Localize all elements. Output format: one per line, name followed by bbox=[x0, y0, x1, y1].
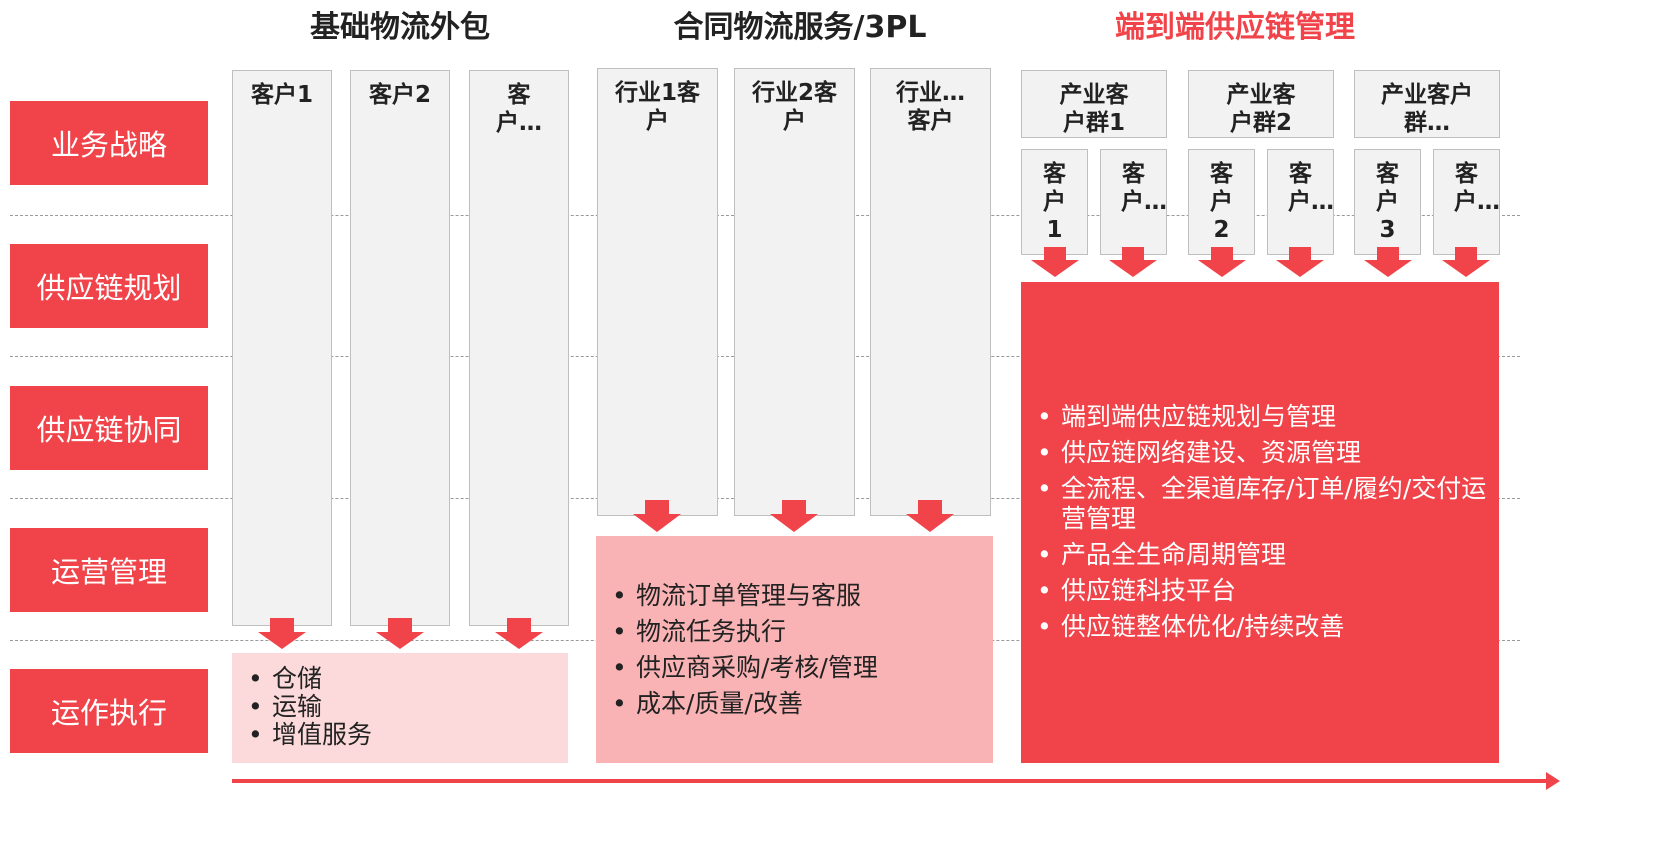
service-item: 成本/质量/改善 bbox=[606, 686, 993, 722]
basic-customer-column: 客户2 bbox=[350, 70, 450, 626]
down-arrow-icon bbox=[1198, 247, 1246, 277]
header-contract-logistics: 合同物流服务/3PL bbox=[673, 10, 927, 45]
down-arrow-icon bbox=[1031, 247, 1079, 277]
row-label-operational-execution: 运作执行 bbox=[10, 669, 208, 753]
contract-customer-column: 行业1客户 bbox=[597, 68, 718, 516]
service-item: 增值服务 bbox=[242, 721, 568, 750]
e2e-customer-group: 产业客户群2 bbox=[1188, 70, 1334, 138]
contract-customer-column: 行业…客户 bbox=[870, 68, 991, 516]
e2e-customer-card: 客户… bbox=[1433, 149, 1500, 255]
service-item: 全流程、全渠道库存/订单/履约/交付运营管理 bbox=[1031, 474, 1489, 534]
header-e2e-supply-chain: 端到端供应链管理 bbox=[1115, 10, 1355, 45]
basic-customer-column: 客户… bbox=[469, 70, 569, 626]
service-item: 端到端供应链规划与管理 bbox=[1031, 402, 1489, 432]
down-arrow-icon bbox=[495, 618, 543, 649]
e2e-customer-card: 客户… bbox=[1100, 149, 1167, 255]
down-arrow-icon bbox=[906, 500, 954, 532]
header-basic-logistics: 基础物流外包 bbox=[310, 10, 490, 45]
progression-arrow-shaft bbox=[232, 779, 1550, 783]
service-item: 供应链网络建设、资源管理 bbox=[1031, 438, 1489, 468]
e2e-customer-group: 产业客户群… bbox=[1354, 70, 1500, 138]
down-arrow-icon bbox=[770, 500, 818, 532]
down-arrow-icon bbox=[1364, 247, 1412, 277]
contract-services-box: 物流订单管理与客服 物流任务执行 供应商采购/考核/管理 成本/质量/改善 bbox=[596, 536, 993, 763]
e2e-services-panel: 端到端供应链规划与管理 供应链网络建设、资源管理 全流程、全渠道库存/订单/履约… bbox=[1021, 282, 1499, 763]
e2e-customer-card: 客户… bbox=[1267, 149, 1334, 255]
e2e-customer-card: 客户2 bbox=[1188, 149, 1255, 255]
basic-customer-column: 客户1 bbox=[232, 70, 332, 626]
contract-customer-column: 行业2客户 bbox=[734, 68, 855, 516]
service-item: 供应链整体优化/持续改善 bbox=[1031, 612, 1489, 642]
basic-services-box: 仓储 运输 增值服务 bbox=[232, 653, 568, 763]
e2e-customer-group: 产业客户群1 bbox=[1021, 70, 1167, 138]
row-label-supply-chain-planning: 供应链规划 bbox=[10, 244, 208, 328]
service-item: 物流订单管理与客服 bbox=[606, 578, 993, 614]
service-item: 物流任务执行 bbox=[606, 614, 993, 650]
service-item: 供应商采购/考核/管理 bbox=[606, 650, 993, 686]
e2e-customer-card: 客户1 bbox=[1021, 149, 1088, 255]
service-item: 产品全生命周期管理 bbox=[1031, 540, 1489, 570]
service-item: 供应链科技平台 bbox=[1031, 576, 1489, 606]
down-arrow-icon bbox=[376, 618, 424, 649]
down-arrow-icon bbox=[633, 500, 681, 532]
row-label-business-strategy: 业务战略 bbox=[10, 101, 208, 185]
row-label-operations-management: 运营管理 bbox=[10, 528, 208, 612]
down-arrow-icon bbox=[1442, 247, 1490, 277]
down-arrow-icon bbox=[1276, 247, 1324, 277]
progression-arrow-head-icon bbox=[1546, 772, 1560, 790]
service-item: 运输 bbox=[242, 693, 568, 722]
row-label-supply-chain-collaboration: 供应链协同 bbox=[10, 386, 208, 470]
service-item: 仓储 bbox=[242, 665, 568, 694]
down-arrow-icon bbox=[1109, 247, 1157, 277]
down-arrow-icon bbox=[258, 618, 306, 649]
e2e-customer-card: 客户3 bbox=[1354, 149, 1421, 255]
